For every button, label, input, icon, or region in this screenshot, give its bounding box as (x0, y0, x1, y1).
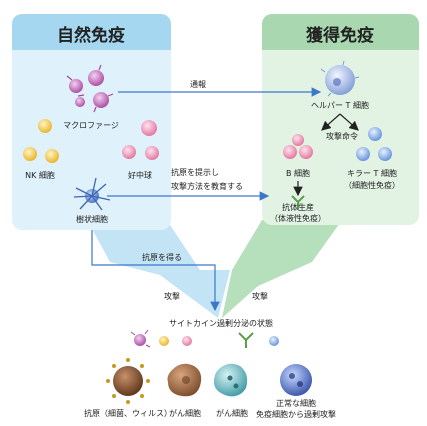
attack-order-arrow-right (339, 113, 359, 131)
antibody-production-label: 抗体生産 (282, 202, 314, 212)
innate-immunity-panel: 自然免疫 (12, 14, 171, 230)
antigen-label: 抗原（細菌、ウィルス） (84, 408, 172, 418)
get-antigen-arrow (91, 230, 220, 312)
adaptive-immunity-panel: 獲得免疫 (262, 14, 419, 225)
attack-order-label: 攻撃命令 (326, 131, 358, 141)
b-cell-label: B 細胞 (286, 168, 310, 178)
cytokine-storm-label: サイトカイン過剰分泌の状態 (169, 318, 273, 328)
get-antigen-label: 抗原を得る (142, 252, 182, 262)
cancer-cell-teal-icon (214, 363, 248, 397)
cancer-cell-label: がん細胞 (169, 408, 201, 418)
over-attack-label: 免疫細胞から過剰攻撃 (256, 409, 336, 419)
cellular-immunity-label: （細胞性免疫） (344, 180, 400, 190)
teach-attack-label: 攻撃方法を教育する (171, 181, 243, 191)
killer-t-cell-icon (356, 127, 392, 161)
present-antigen-label: 抗原を提示し (171, 167, 219, 177)
cytokine-cells-icon (130, 329, 279, 348)
dendritic-cell-label: 樹状細胞 (76, 214, 108, 224)
attack-label-left: 攻撃 (164, 291, 180, 301)
innate-funnel-arrow (90, 225, 230, 318)
nk-cell-label: NK 細胞 (25, 170, 55, 180)
macrophage-label: マクロファージ (63, 121, 119, 130)
antigen-bacteria-virus-icon (106, 358, 150, 404)
helper-t-cell-label: ヘルパー T 細胞 (311, 100, 369, 110)
normal-cell-label: 正常な細胞 (276, 398, 316, 408)
dendritic-cell-icon (73, 177, 111, 211)
neutrophil-label: 好中球 (128, 170, 152, 180)
innate-title: 自然免疫 (57, 25, 125, 46)
humoral-immunity-label: （体液性免疫） (270, 213, 326, 223)
antibody-icon (291, 195, 305, 210)
normal-cell-icon (280, 364, 312, 396)
adaptive-title: 獲得免疫 (306, 25, 374, 46)
helper-t-cell-icon (320, 60, 360, 97)
nk-cell-icon (23, 119, 59, 163)
killer-t-cell-label: キラー T 細胞 (347, 168, 397, 178)
macrophage-cell-icon (66, 64, 114, 113)
attack-label-right: 攻撃 (252, 291, 268, 301)
attack-order-arrow-left (321, 113, 341, 131)
adaptive-funnel-arrow (222, 220, 342, 318)
neutrophil-cell-icon (122, 120, 159, 160)
cancer-cell-label-teal: がん細胞 (216, 408, 248, 418)
notify-label: 通報 (190, 79, 206, 89)
b-cell-icon (283, 134, 313, 159)
